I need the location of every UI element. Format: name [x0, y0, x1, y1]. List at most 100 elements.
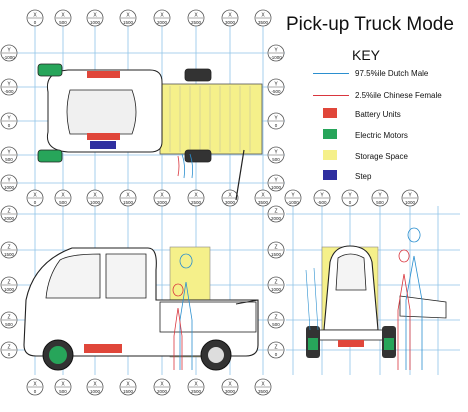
- side-z-marker-0-value: 2000: [4, 216, 15, 221]
- bottom-x-marker-6-value: 3000: [225, 389, 236, 394]
- plan-y-marker-2-letter: Y: [7, 116, 11, 122]
- key-label-step: Step: [355, 172, 372, 181]
- side-window-rear: [105, 253, 147, 299]
- plan-y-marker-1-letter: Y: [7, 82, 11, 88]
- plan-y-right-marker-2-letter: Y: [274, 116, 278, 122]
- plan-male-outline: [181, 153, 194, 179]
- side-z-marker-4-value: 0: [8, 352, 11, 357]
- front-motor-left: [308, 338, 318, 350]
- key-label-motors: Electric Motors: [355, 131, 408, 140]
- plan-y-marker-2-value: 0: [8, 123, 11, 128]
- bottom-x-marker-0-value: 0: [34, 389, 37, 394]
- key-label-dutch-male: 97.5%ile Dutch Male: [355, 69, 429, 78]
- bottom-x-marker-0-letter: X: [33, 382, 37, 388]
- front-y-marker-4-letter: Y: [408, 193, 412, 199]
- bottom-x-marker-2-value: 1000: [90, 389, 101, 394]
- top-x-marker-1-letter: X: [61, 13, 65, 19]
- front-y-marker-2-letter: Y: [348, 193, 352, 199]
- mid-x-marker-6-letter: X: [228, 193, 232, 199]
- front-bumper: [315, 329, 387, 341]
- front-y-marker-1-letter: Y: [320, 193, 324, 199]
- bottom-x-marker-5-value: 2500: [191, 389, 202, 394]
- side-female-figure: [172, 283, 184, 370]
- plan-storage-bed: [159, 83, 263, 155]
- side-z-marker-2-value: 1000: [4, 287, 15, 292]
- front-y-marker-3-value: 500: [376, 200, 384, 205]
- key-label-chinese-female: 2.5%ile Chinese Female: [355, 91, 442, 100]
- bottom-x-marker-4-value: 2000: [157, 389, 168, 394]
- plan-y-right-marker-1-value: -500: [271, 89, 281, 94]
- plan-motor-front-right: [37, 149, 63, 163]
- side-z-right-marker-1-value: 1500: [271, 252, 282, 257]
- side-z-marker-3-letter: Z: [7, 315, 10, 321]
- plan-roof: [66, 89, 137, 135]
- top-x-marker-3-value: 1500: [123, 20, 134, 25]
- bottom-x-marker-3-letter: X: [126, 382, 130, 388]
- mid-x-marker-4-value: 2000: [157, 200, 168, 205]
- side-z-marker-0-letter: Z: [7, 209, 10, 215]
- mid-x-marker-4-letter: X: [160, 193, 164, 199]
- front-male-figure: [405, 227, 423, 370]
- front-open-door: [399, 295, 447, 319]
- key-heading: KEY: [352, 47, 381, 63]
- plan-y-marker-3-letter: Y: [7, 150, 11, 156]
- top-x-marker-2-letter: X: [93, 13, 97, 19]
- front-y-marker-1-value: -500: [317, 200, 327, 205]
- plan-motor-front-left: [37, 63, 63, 77]
- bottom-x-marker-5-letter: X: [194, 382, 198, 388]
- top-x-marker-6-letter: X: [228, 13, 232, 19]
- top-x-marker-1-value: 500: [59, 20, 67, 25]
- key-label-storage: Storage Space: [355, 152, 408, 161]
- top-x-marker-5-value: 2500: [191, 20, 202, 25]
- plan-y-right-marker-2-value: 0: [275, 123, 278, 128]
- mid-x-marker-3-letter: X: [126, 193, 130, 199]
- plan-wheel-rear-right: [184, 149, 212, 163]
- side-pickup-bed: [159, 301, 257, 333]
- plan-y-right-marker-4-value: 1000: [271, 185, 282, 190]
- side-z-marker-3-value: 500: [5, 322, 13, 327]
- top-x-marker-2-value: 1000: [90, 20, 101, 25]
- front-y-marker-0-letter: Y: [291, 193, 295, 199]
- top-x-marker-4-value: 2000: [157, 20, 168, 25]
- plan-tailgate: [235, 149, 245, 201]
- side-tailgate: [235, 299, 259, 305]
- mid-x-marker-5-value: 2500: [191, 200, 202, 205]
- key-line-chinese-female: [313, 95, 349, 96]
- plan-y-marker-0-letter: Y: [7, 48, 11, 54]
- side-z-right-marker-3-letter: Z: [274, 315, 277, 321]
- mid-x-marker-0-value: 0: [34, 200, 37, 205]
- diagram-title: Pick-up Truck Mode: [286, 14, 454, 35]
- mid-x-marker-2-value: 1000: [90, 200, 101, 205]
- plan-y-right-marker-4-letter: Y: [274, 178, 278, 184]
- bottom-x-marker-1-value: 500: [59, 389, 67, 394]
- front-motor-right: [384, 338, 394, 350]
- side-z-marker-2-letter: Z: [7, 280, 10, 286]
- side-z-right-marker-2-value: 1000: [271, 287, 282, 292]
- side-z-marker-1-value: 1500: [4, 252, 15, 257]
- front-y-marker-3-letter: Y: [378, 193, 382, 199]
- plan-y-marker-3-value: 500: [5, 157, 13, 162]
- mid-x-marker-7-letter: X: [261, 193, 265, 199]
- plan-female-outline: [177, 155, 180, 177]
- side-z-marker-1-letter: Z: [7, 245, 10, 251]
- side-z-right-marker-3-value: 500: [272, 322, 280, 327]
- side-z-right-marker-2-letter: Z: [274, 280, 277, 286]
- plan-y-marker-4-value: 1000: [4, 185, 15, 190]
- front-female-figure: [397, 249, 411, 370]
- bottom-x-marker-6-letter: X: [228, 382, 232, 388]
- front-y-marker-2-value: 0: [349, 200, 352, 205]
- mid-x-marker-0-letter: X: [33, 193, 37, 199]
- front-battery: [338, 340, 364, 347]
- mid-x-marker-7-value: 3500: [258, 200, 269, 205]
- plan-y-right-marker-3-value: 500: [272, 157, 280, 162]
- plan-y-right-marker-1-letter: Y: [274, 82, 278, 88]
- plan-y-right-marker-3-letter: Y: [274, 150, 278, 156]
- plan-step: [90, 141, 116, 149]
- side-z-right-marker-1-letter: Z: [274, 245, 277, 251]
- bottom-x-marker-4-letter: X: [160, 382, 164, 388]
- bottom-x-marker-2-letter: X: [93, 382, 97, 388]
- mid-x-marker-1-value: 500: [59, 200, 67, 205]
- side-rear-hub: [208, 347, 224, 363]
